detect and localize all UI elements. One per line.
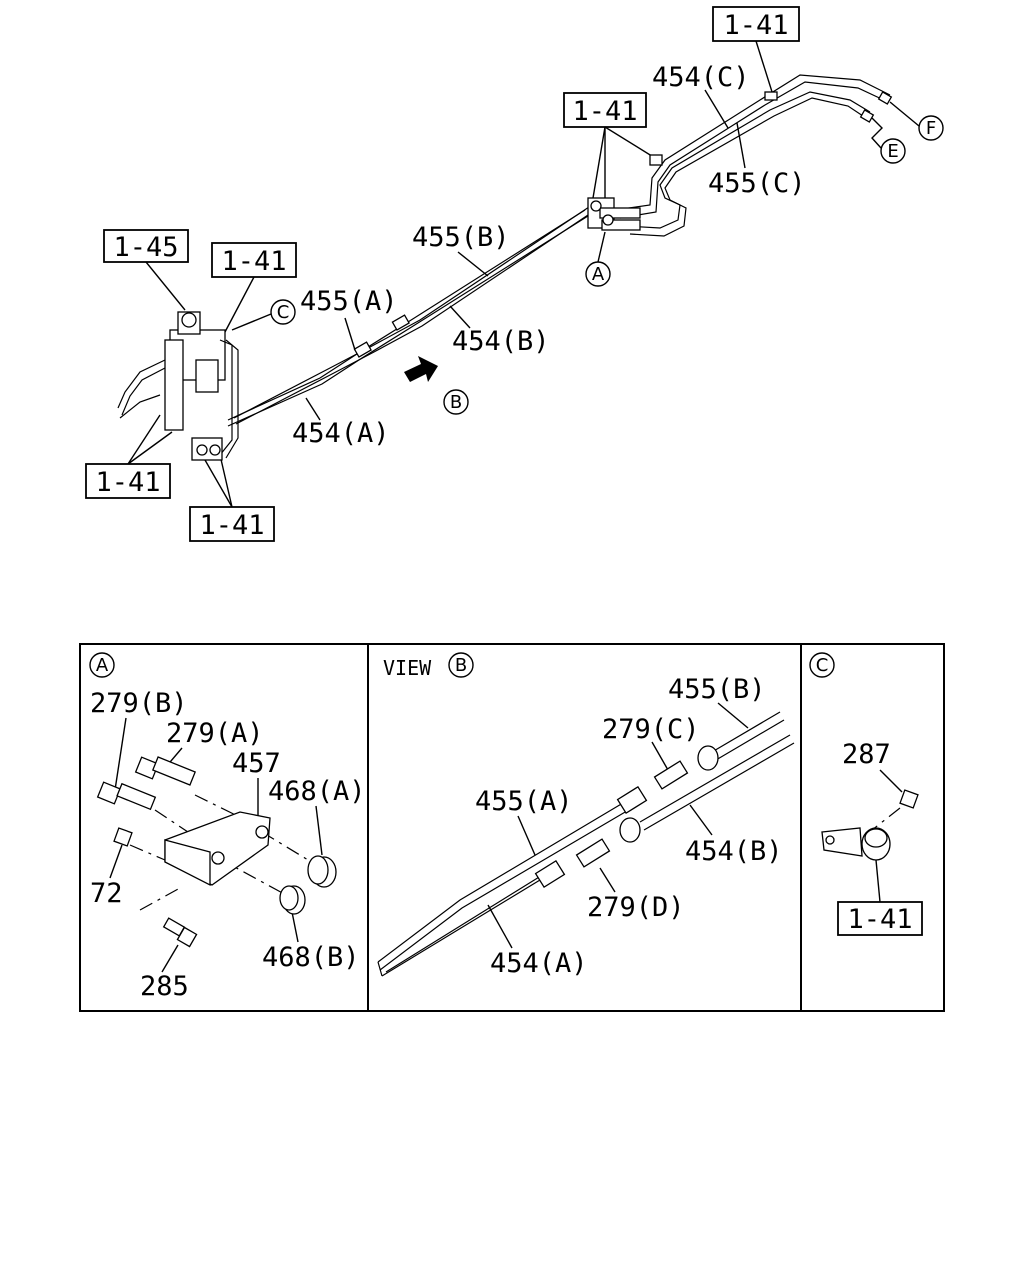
clip-bracket bbox=[821, 827, 891, 861]
main-assembly: 1-41 1-41 1-45 1-41 1-41 bbox=[85, 6, 944, 542]
ref-box-left-upper: 1-41 bbox=[211, 242, 297, 333]
label-279A: 279(A) bbox=[166, 718, 264, 749]
callout-454A: 454(A) bbox=[292, 418, 390, 449]
panel-view-b-title: VIEW bbox=[383, 656, 432, 680]
callout-454B: 454(B) bbox=[452, 326, 550, 357]
panel-c-marker: C bbox=[816, 655, 829, 676]
nut-468B bbox=[279, 885, 306, 915]
master-cylinder-assembly bbox=[117, 311, 239, 461]
label-279D: 279(D) bbox=[587, 892, 685, 923]
callout-454C: 454(C) bbox=[652, 62, 750, 93]
ref-box-label: 1-41 bbox=[199, 510, 264, 541]
callout-455B: 455(B) bbox=[412, 222, 510, 253]
callout-455A: 455(A) bbox=[300, 286, 398, 317]
ref-box-label: 1-41 bbox=[221, 246, 286, 277]
label-287: 287 bbox=[842, 739, 891, 770]
marker-F: F bbox=[926, 118, 936, 139]
label-468A: 468(A) bbox=[268, 776, 366, 807]
label-279C: 279(C) bbox=[602, 714, 700, 745]
detail-panels: A 279(B) 279(A) 457 468(A) 72 468(B) 285 bbox=[79, 643, 945, 1012]
bolt-279B bbox=[96, 781, 157, 811]
nut-72 bbox=[113, 827, 133, 847]
callouts: 454(C) 455(C) 455(B) 455(A) 454(B) 454(A… bbox=[292, 62, 806, 449]
label-455A: 455(A) bbox=[475, 786, 573, 817]
panel-a: A 279(B) 279(A) 457 468(A) 72 468(B) 285 bbox=[89, 652, 366, 1002]
callout-455C: 455(C) bbox=[708, 168, 806, 199]
nut-468A bbox=[307, 855, 337, 888]
ref-box-mid-valve: 1-41 bbox=[563, 92, 656, 199]
panel-c: C 287 1-41 bbox=[809, 652, 923, 936]
marker-A: A bbox=[592, 264, 605, 285]
label-285: 285 bbox=[140, 971, 189, 1002]
ref-box-1-45: 1-45 bbox=[103, 229, 189, 311]
marker-E: E bbox=[887, 141, 898, 162]
bolt-279A bbox=[134, 756, 197, 786]
ref-box-label: 1-41 bbox=[572, 96, 637, 127]
ref-box-label: 1-41 bbox=[723, 10, 788, 41]
ref-box-top-right: 1-41 bbox=[712, 6, 800, 96]
label-457: 457 bbox=[232, 748, 281, 779]
ref-box-lower-left-a: 1-41 bbox=[85, 414, 173, 499]
ref-box-label: 1-41 bbox=[847, 904, 912, 935]
label-468B: 468(B) bbox=[262, 942, 360, 973]
label-454A: 454(A) bbox=[490, 948, 588, 979]
panel-a-marker: A bbox=[96, 655, 109, 676]
union-279C bbox=[653, 760, 689, 790]
ref-box-lower-left-b: 1-41 bbox=[189, 454, 275, 542]
screw-285 bbox=[162, 917, 198, 948]
panel-view-b: VIEW B 455(B) 279(C) 455(A) 454(B) 279(D… bbox=[377, 652, 795, 979]
view-arrow bbox=[404, 356, 438, 382]
label-72: 72 bbox=[90, 878, 123, 909]
bracket-457 bbox=[164, 811, 271, 887]
circle-markers: F E A C B bbox=[231, 101, 944, 415]
panel-view-b-marker: B bbox=[455, 655, 467, 676]
marker-C: C bbox=[277, 302, 290, 323]
label-454B: 454(B) bbox=[685, 836, 783, 867]
union-279D bbox=[575, 838, 611, 868]
label-455B: 455(B) bbox=[668, 674, 766, 705]
ref-box-label: 1-45 bbox=[113, 232, 178, 263]
label-279B: 279(B) bbox=[90, 688, 188, 719]
ref-box-label: 1-41 bbox=[95, 467, 160, 498]
marker-B: B bbox=[450, 392, 462, 413]
pipe-run bbox=[227, 74, 893, 427]
